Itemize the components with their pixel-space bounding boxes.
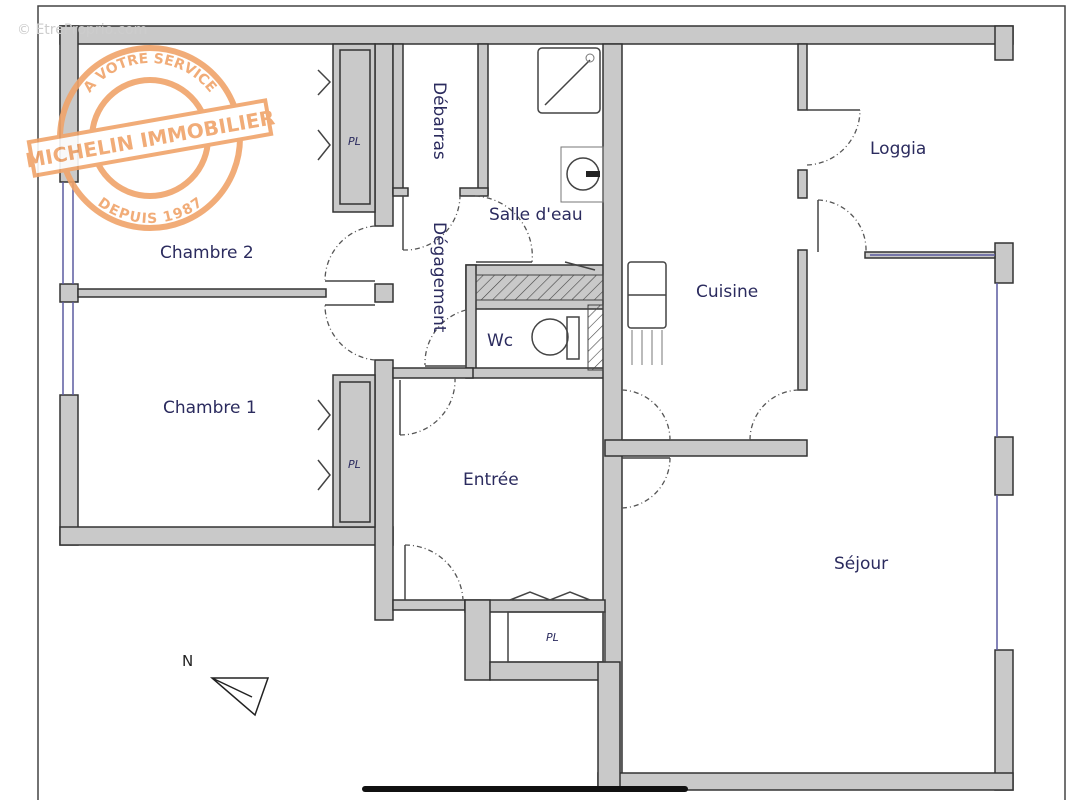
svg-text:A VOTRE SERVICE: A VOTRE SERVICE — [81, 51, 220, 96]
closet-label: PL — [546, 631, 559, 644]
north-label: N — [182, 652, 193, 670]
closet — [507, 611, 606, 663]
room-label-loggia: Loggia — [870, 139, 926, 159]
closet-label: PL — [348, 135, 361, 148]
home-indicator — [362, 786, 688, 792]
room-label-chambre1: Chambre 1 — [163, 398, 257, 418]
room-label-chambre2: Chambre 2 — [160, 243, 254, 263]
closet-label: PL — [348, 458, 361, 471]
duct — [587, 304, 604, 371]
duct — [475, 274, 604, 301]
windows — [62, 182, 998, 650]
frame — [37, 5, 1066, 800]
room-label-sejour: Séjour — [834, 554, 888, 574]
watermark: © EtreProprio.com — [17, 22, 147, 38]
room-label-degagement: Dégagement — [429, 222, 449, 333]
north-arrow-icon — [209, 677, 270, 717]
room-label-salle-eau: Salle d'eau — [489, 205, 583, 225]
fixtures — [531, 47, 667, 365]
room-label-entree: Entrée — [463, 470, 519, 490]
room-label-cuisine: Cuisine — [696, 282, 758, 302]
room-label-wc: Wc — [487, 331, 513, 351]
room-label-debarras: Débarras — [429, 82, 449, 160]
doors — [317, 69, 867, 601]
